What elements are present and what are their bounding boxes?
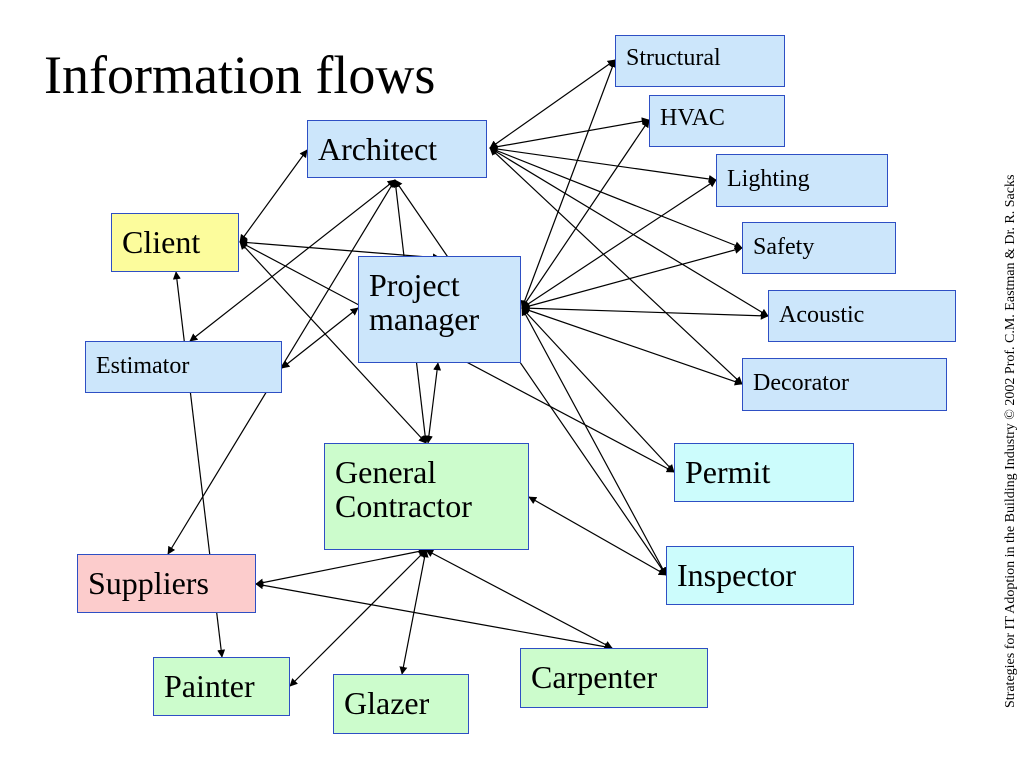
node-carpenter-label: Carpenter: [531, 659, 658, 695]
node-painter: Painter: [153, 657, 290, 716]
node-general-contractor: General Contractor: [324, 443, 529, 550]
flow-arrow-project-manager-structural: [520, 59, 617, 309]
node-permit-label: Permit: [685, 454, 771, 490]
node-glazer-label: Glazer: [344, 685, 430, 721]
node-painter-label: Painter: [164, 668, 255, 704]
flow-arrow-client-architect: [239, 149, 308, 243]
flow-arrow-architect-safety: [489, 146, 743, 250]
node-estimator: Estimator: [85, 341, 282, 393]
node-lighting-label: Lighting: [727, 166, 810, 192]
flow-arrow-architect-hvac: [489, 117, 650, 151]
node-acoustic-label: Acoustic: [779, 302, 865, 328]
node-suppliers-label: Suppliers: [88, 565, 209, 601]
flow-arrow-project-manager-inspector: [521, 307, 667, 576]
node-client-label: Client: [122, 224, 201, 260]
node-decorator: Decorator: [742, 358, 947, 411]
node-project-manager-label: Project manager: [369, 267, 480, 337]
node-lighting: Lighting: [716, 154, 888, 207]
flow-arrow-general-contractor-painter: [289, 549, 427, 687]
node-suppliers: Suppliers: [77, 554, 256, 613]
flow-arrow-architect-decorator: [489, 147, 743, 385]
node-client: Client: [111, 213, 239, 272]
flow-arrow-suppliers-carpenter: [255, 581, 613, 651]
node-structural: Structural: [615, 35, 785, 87]
node-safety-label: Safety: [753, 234, 815, 260]
node-inspector: Inspector: [666, 546, 854, 605]
flow-arrow-general-contractor-suppliers: [255, 547, 427, 587]
node-glazer: Glazer: [333, 674, 469, 734]
flow-arrow-project-manager-acoustic: [521, 304, 769, 320]
node-acoustic: Acoustic: [768, 290, 956, 342]
node-safety: Safety: [742, 222, 896, 274]
node-permit: Permit: [674, 443, 854, 502]
node-decorator-label: Decorator: [753, 370, 849, 396]
node-hvac-label: HVAC: [660, 105, 725, 131]
flow-arrow-general-contractor-carpenter: [425, 549, 613, 649]
page-title: Information flows: [44, 45, 436, 105]
flow-arrow-project-manager-decorator: [521, 306, 743, 386]
flow-arrow-architect-structural: [489, 59, 616, 149]
flow-arrow-project-manager-general-contractor: [424, 362, 442, 444]
flow-arrow-estimator-project-manager: [281, 307, 359, 369]
node-structural-label: Structural: [626, 45, 721, 71]
flow-arrow-architect-lighting: [489, 145, 717, 183]
flow-arrow-general-contractor-inspector: [528, 496, 667, 576]
flow-arrow-project-manager-safety: [521, 246, 743, 310]
node-project-manager: Project manager: [358, 256, 521, 363]
node-carpenter: Carpenter: [520, 648, 708, 708]
node-general-contractor-label: General Contractor: [335, 454, 472, 524]
flow-arrow-project-manager-permit: [521, 307, 675, 473]
node-inspector-label: Inspector: [677, 557, 797, 593]
node-estimator-label: Estimator: [96, 353, 190, 379]
node-hvac: HVAC: [649, 95, 785, 147]
node-architect-label: Architect: [318, 131, 438, 167]
node-architect: Architect: [307, 120, 487, 178]
